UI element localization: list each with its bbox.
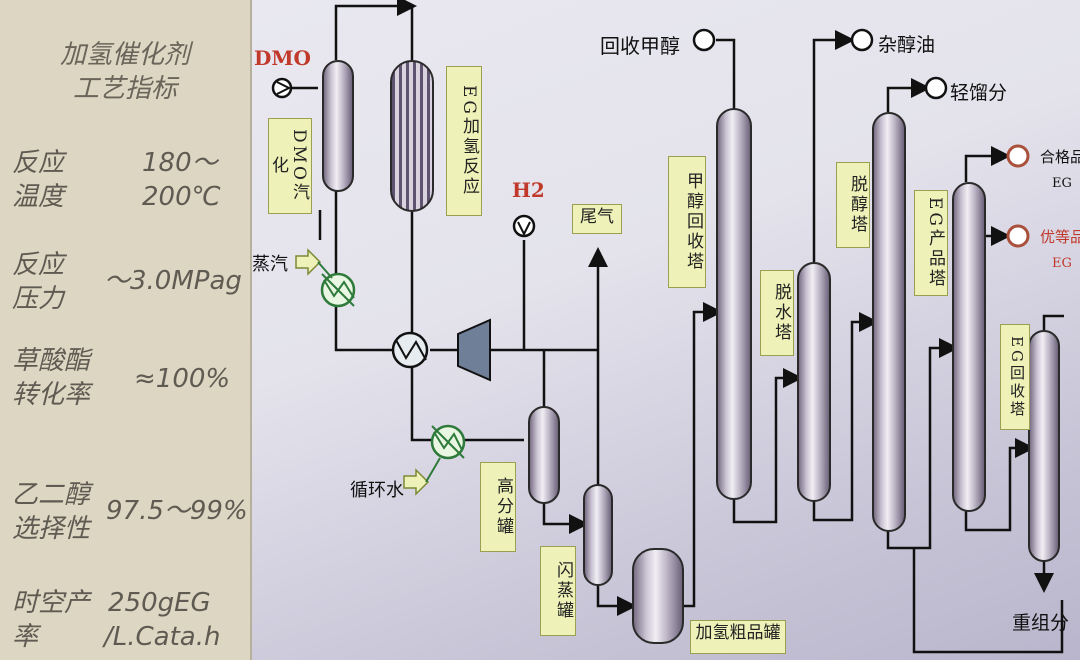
qualified-product-sub: EG	[1052, 176, 1072, 191]
tail-gas-label: 尾气	[572, 204, 622, 234]
mixed-alcohol-label: 杂醇油	[878, 34, 936, 56]
row-label-line2: 温度	[12, 182, 65, 212]
premium-product-label: 优等品	[1040, 228, 1080, 246]
crude-tank-label: 加氢粗品罐	[690, 620, 786, 654]
process-indicators-panel: 加氢催化剂 工艺指标 反应 温度 180～ 200℃ 反应 压力 ～3.0MPa…	[0, 0, 252, 660]
row-label-line2: 压力	[12, 284, 65, 314]
hp-separator-tank	[528, 406, 560, 504]
hydrogen-label: H2	[512, 178, 545, 202]
panel-title-line1: 加氢催化剂	[59, 40, 190, 70]
dewater-column-label: 脱水塔	[760, 270, 794, 356]
qualified-product-label: 合格品	[1040, 148, 1080, 166]
dealcohol-column-label: 脱醇塔	[836, 162, 870, 248]
row-value-line1: 97.5～99%	[106, 496, 248, 526]
row-label-line1: 时空产	[12, 588, 91, 618]
eg-recovery-column-label: EG回收塔	[1000, 324, 1030, 430]
cooling-water-label: 循环水	[350, 480, 404, 501]
dmo-feed-label: DMO	[254, 46, 311, 70]
row-label-line1: 草酸酯	[12, 346, 91, 376]
row-value-line1: ～3.0MPag	[104, 266, 242, 296]
row-label-line2: 转化率	[12, 380, 91, 410]
row-label-line1: 反应	[12, 250, 65, 280]
hp-separator-label: 高分罐	[480, 462, 516, 552]
methanol-recovery-label: 回收甲醇	[600, 34, 680, 58]
eg-product-column	[952, 182, 986, 512]
eg-product-column-label: EG产品塔	[914, 190, 948, 296]
steam-label: 蒸汽	[252, 254, 288, 275]
row-value-line2: 200℃	[142, 182, 221, 212]
heavy-ends-label: 重组分	[1012, 612, 1070, 634]
dmo-vaporizer-vessel	[322, 60, 354, 192]
flash-tank-label: 闪蒸罐	[540, 546, 576, 636]
row-value-line2: /L.Cata.h	[104, 622, 221, 652]
premium-product-sub: EG	[1052, 256, 1072, 271]
dmo-vaporizer-label: DMO汽化	[268, 118, 312, 214]
eg-hydrogenation-reactor	[390, 60, 434, 212]
panel-title-line2: 工艺指标	[72, 74, 177, 104]
hydrogenation-crude-tank	[632, 548, 684, 644]
row-value-line1: 180～	[142, 148, 218, 178]
eg-reactor-label: EG加氢反应	[446, 66, 482, 216]
row-label-line2: 率	[12, 622, 39, 652]
light-ends-label: 轻馏分	[950, 82, 1008, 104]
row-value-line1: ≈100%	[134, 364, 231, 394]
flash-tank	[583, 484, 613, 586]
dealcohol-column	[872, 112, 906, 532]
dewater-column	[797, 262, 831, 502]
eg-recovery-column	[1028, 330, 1060, 562]
row-value-line1: 250gEG	[108, 588, 211, 618]
methanol-column-label: 甲醇回收塔	[668, 156, 706, 288]
methanol-recovery-column	[716, 108, 752, 500]
row-label-line1: 乙二醇	[12, 480, 91, 510]
row-label-line2: 选择性	[12, 514, 91, 544]
row-label-line1: 反应	[12, 148, 65, 178]
